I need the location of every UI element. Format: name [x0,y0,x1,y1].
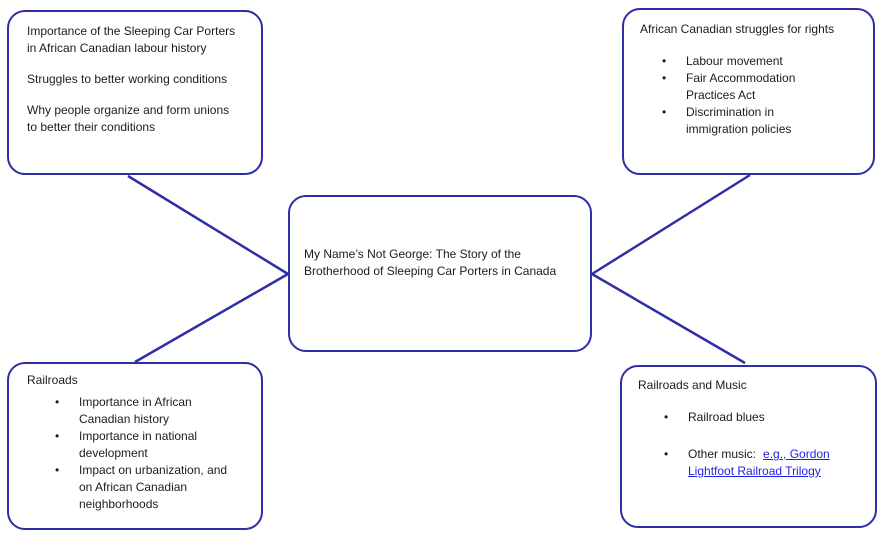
bullet-list: • Labour movement • Fair Accommodation P… [662,53,867,138]
connector-line-bottom-right [591,272,746,365]
bullet-text-fair-accommodation: Fair Accommodation Practices Act [686,71,796,102]
node-center-title: My Name’s Not George: The Story of the B… [288,195,592,352]
list-item: • Other music:e.g., Gordon Lightfoot Rai… [664,446,869,480]
list-item: • Fair Accommodation Practices Act [662,70,867,104]
bullet-marker: • [664,447,669,461]
bullet-marker: • [662,54,667,68]
bullet-text-immigration-discrimination: Discrimination in immigration policies [686,105,792,136]
list-item: • Impact on urbanization, and on African… [55,462,255,513]
bullet-marker: • [55,463,60,477]
bullet-list: • Railroad blues • Other music:e.g., Gor… [664,409,869,480]
node-railroads-and-music: Railroads and Music • Railroad blues • O… [620,365,877,528]
bullet-text-labour-movement: Labour movement [686,54,783,68]
bullet-text-other-music: Other music:e.g., Gordon Lightfoot Railr… [688,446,830,480]
list-item: • Importance in national development [55,428,255,462]
connector-line-top-right [591,173,751,276]
list-item: • Railroad blues [664,409,869,426]
node-railroads: Railroads • Importance in African Canadi… [7,362,263,530]
node-title: Railroads [27,373,78,387]
paragraph-struggles: Struggles to better working conditions [27,72,228,86]
other-music-label: Other music: [688,447,757,461]
paragraph-unions: Why people organize and form unions to b… [27,103,230,134]
paragraph-porters-importance: Importance of the Sleeping Car Porters i… [27,24,236,55]
bullet-text-national-development: Importance in national development [79,429,198,460]
connector-line-top-left [127,174,289,276]
bullet-marker: • [55,429,60,443]
list-item: • Discrimination in immigration policies [662,104,867,138]
bullet-text-african-canadian-history: Importance in African Canadian history [79,395,192,426]
bullet-marker: • [662,105,667,119]
bullet-list: • Importance in African Canadian history… [55,394,255,513]
bullet-marker: • [55,395,60,409]
node-title: African Canadian struggles for rights [640,22,835,36]
list-item: • Importance in African Canadian history [55,394,255,428]
bullet-text-railroad-blues: Railroad blues [688,410,765,424]
node-top-left-themes: Importance of the Sleeping Car Porters i… [7,10,263,175]
bullet-marker: • [662,71,667,85]
node-title: Railroads and Music [638,378,747,392]
bullet-marker: • [664,410,669,424]
connector-line-bottom-left [134,272,289,364]
bullet-text-urbanization-impact: Impact on urbanization, and on African C… [79,463,228,511]
node-struggles-for-rights: African Canadian struggles for rights • … [622,8,875,175]
list-item: • Labour movement [662,53,867,70]
gordon-lightfoot-trilogy-link[interactable]: e.g., Gordon Lightfoot Railroad Trilogy [688,447,830,478]
center-title-text: My Name’s Not George: The Story of the B… [304,246,557,278]
